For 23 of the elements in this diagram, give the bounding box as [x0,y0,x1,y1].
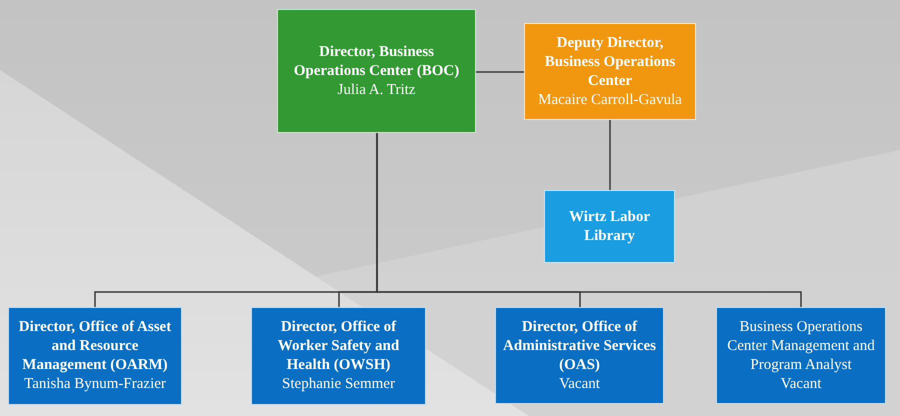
person-name: Julia A. Tritz [338,80,416,100]
org-box [8,307,182,405]
position-title: Business Operations Center Management and Program Analyst [726,318,876,374]
org-box [544,190,675,263]
position-title: Director, Business Operations Center (BOC) [292,42,460,80]
person-name: Vacant [780,374,822,394]
person-name: Vacant [559,374,600,394]
connector-line [609,120,611,190]
unit-title: Wirtz Labor Library [568,208,651,246]
position-title: Director, Office of Asset and Resource Management (OARM) [18,318,172,375]
org-box [716,307,886,404]
person-name: Macaire Carroll-Gavula [538,90,682,110]
position-title: Director, Office of Worker Safety and Health (OWSH) [276,318,400,375]
org-box [251,307,426,405]
person-name: Tanisha Bynum-Frazier [24,375,166,394]
position-title: Director, Office of Administrative Services (OAS) [502,318,657,374]
org-box [495,307,664,404]
org-box [524,23,696,120]
connector-line [476,71,524,73]
org-box [277,9,476,133]
position-title: Deputy Director, Business Operations Center [544,34,676,90]
connector-line [376,133,802,307]
person-name: Stephanie Semmer [282,375,395,394]
